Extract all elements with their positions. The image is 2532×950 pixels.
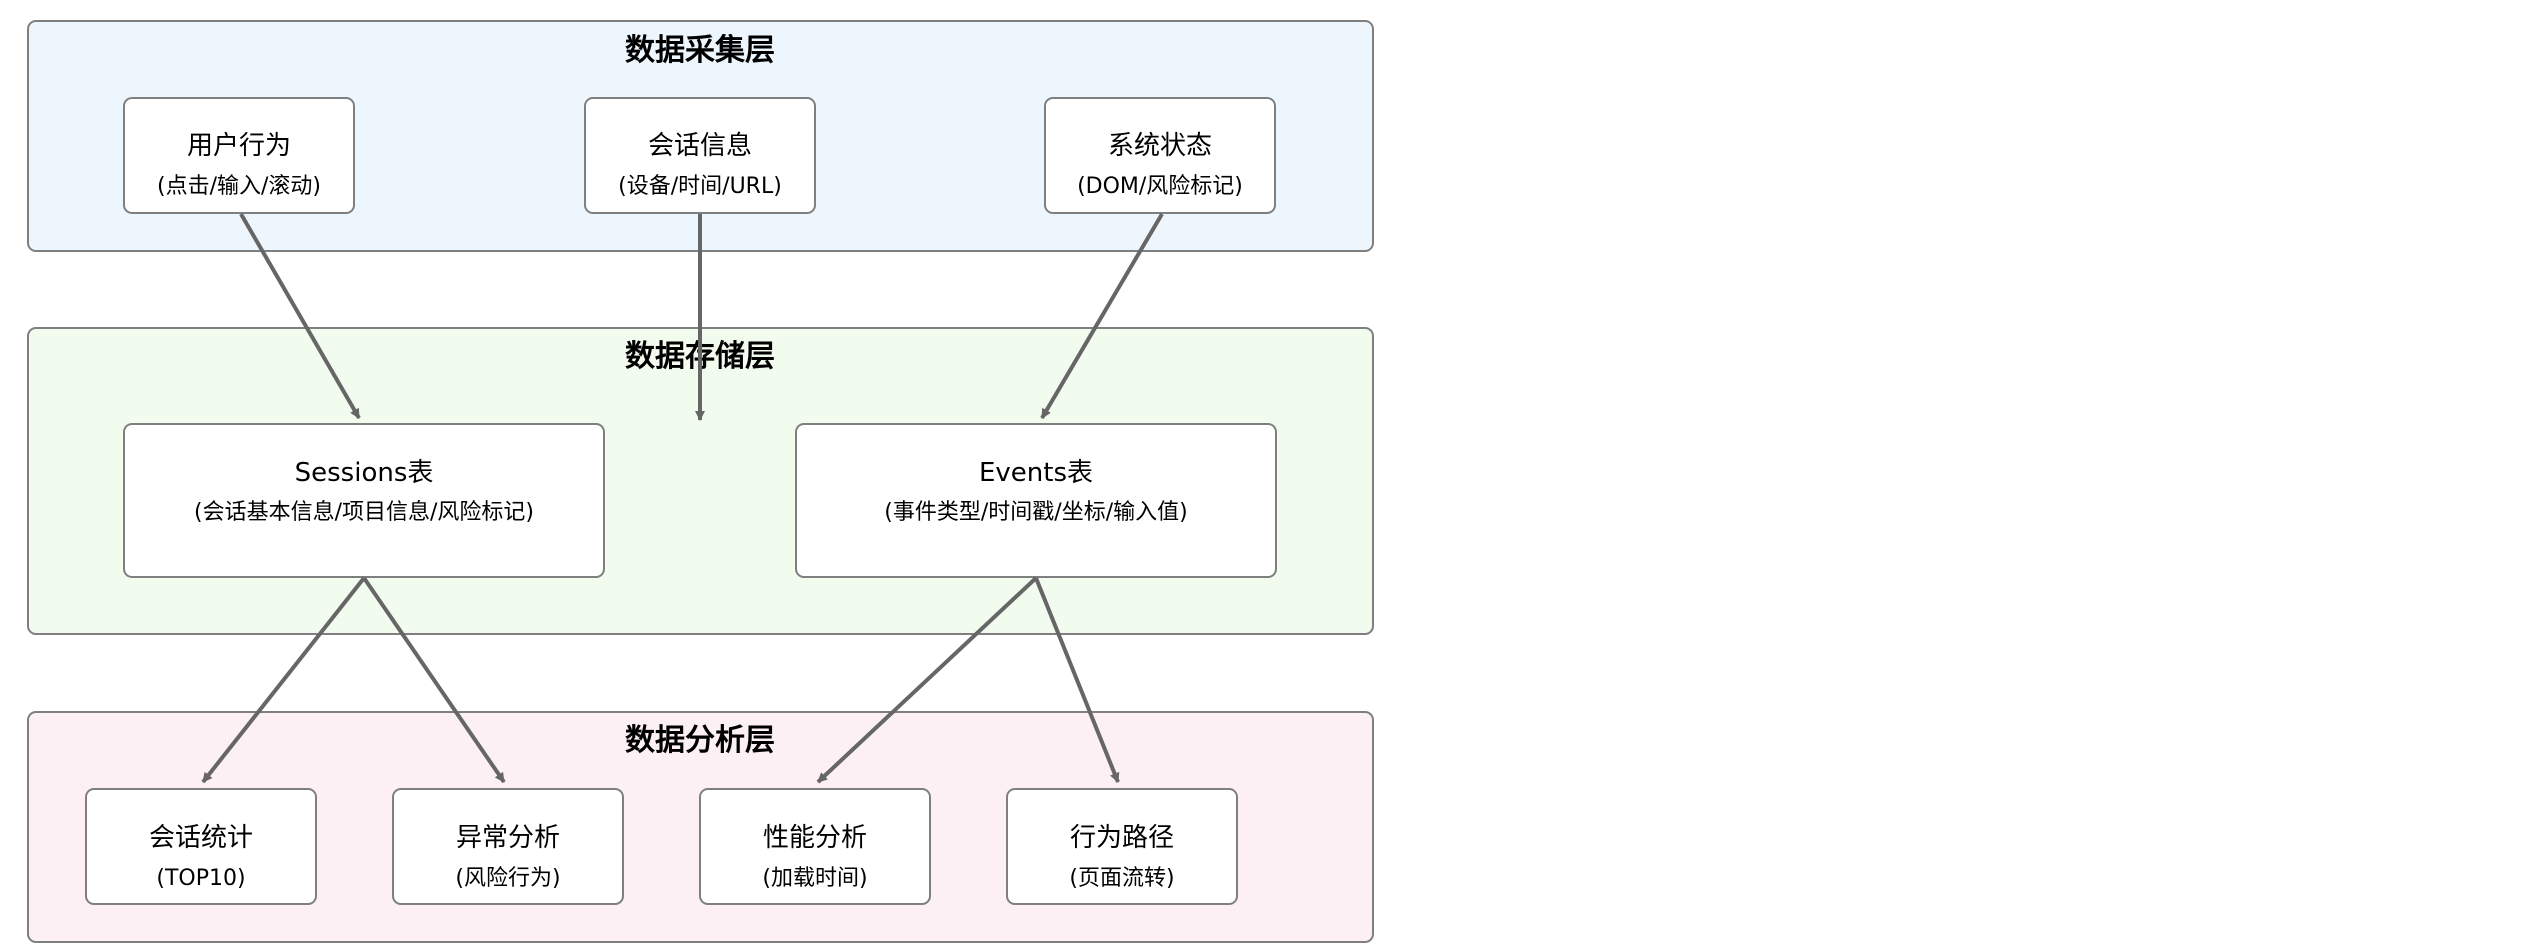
node-events-table: Events表 (事件类型/时间戳/坐标/输入值)	[795, 423, 1277, 578]
arrow-system-state-to-events	[1040, 212, 1164, 420]
node-system-state: 系统状态 (DOM/风险标记)	[1044, 97, 1276, 214]
collection-layer: 数据采集层 用户行为 (点击/输入/滚动) 会话信息 (设备/时间/URL) 系…	[27, 20, 1374, 252]
arrow-events-to-behavior-path	[1034, 577, 1120, 783]
arrow-user-behavior-to-sessions	[239, 212, 361, 420]
node-session-stats-subtitle: (TOP10)	[156, 866, 245, 891]
collection-layer-title: 数据采集层	[625, 33, 775, 68]
node-sessions-table-title: Sessions表	[295, 458, 434, 488]
node-behavior-path: 行为路径 (页面流转)	[1006, 788, 1238, 905]
node-performance-analysis-title: 性能分析	[763, 823, 867, 853]
node-session-info: 会话信息 (设备/时间/URL)	[584, 97, 816, 214]
node-session-info-title: 会话信息	[648, 131, 752, 161]
arrow-events-to-performance-analysis	[816, 576, 1038, 784]
analysis-layer: 数据分析层 会话统计 (TOP10) 异常分析 (风险行为) 性能分析 (加载时…	[27, 711, 1374, 943]
node-user-behavior-title: 用户行为	[187, 131, 291, 161]
node-system-state-title: 系统状态	[1108, 131, 1212, 161]
node-user-behavior: 用户行为 (点击/输入/滚动)	[123, 97, 355, 214]
arrow-sessions-to-anomaly-analysis	[362, 576, 506, 784]
node-performance-analysis-subtitle: (加载时间)	[762, 866, 867, 891]
analysis-layer-title: 数据分析层	[625, 723, 775, 758]
node-user-behavior-subtitle: (点击/输入/滚动)	[157, 174, 321, 199]
node-session-stats: 会话统计 (TOP10)	[85, 788, 317, 905]
node-behavior-path-title: 行为路径	[1070, 823, 1174, 853]
arrows	[201, 212, 1164, 784]
node-anomaly-analysis-title: 异常分析	[456, 823, 560, 853]
node-session-stats-title: 会话统计	[149, 823, 253, 853]
node-system-state-subtitle: (DOM/风险标记)	[1077, 174, 1243, 199]
node-behavior-path-subtitle: (页面流转)	[1069, 866, 1174, 891]
node-anomaly-analysis-subtitle: (风险行为)	[455, 866, 560, 891]
node-performance-analysis: 性能分析 (加载时间)	[699, 788, 931, 905]
node-sessions-table-subtitle: (会话基本信息/项目信息/风险标记)	[194, 500, 534, 525]
node-anomaly-analysis: 异常分析 (风险行为)	[392, 788, 624, 905]
node-events-table-title: Events表	[979, 458, 1093, 488]
arrow-sessions-to-session-stats	[201, 576, 366, 784]
node-sessions-table: Sessions表 (会话基本信息/项目信息/风险标记)	[123, 423, 605, 578]
node-session-info-subtitle: (设备/时间/URL)	[618, 174, 782, 199]
node-events-table-subtitle: (事件类型/时间戳/坐标/输入值)	[884, 500, 1187, 525]
